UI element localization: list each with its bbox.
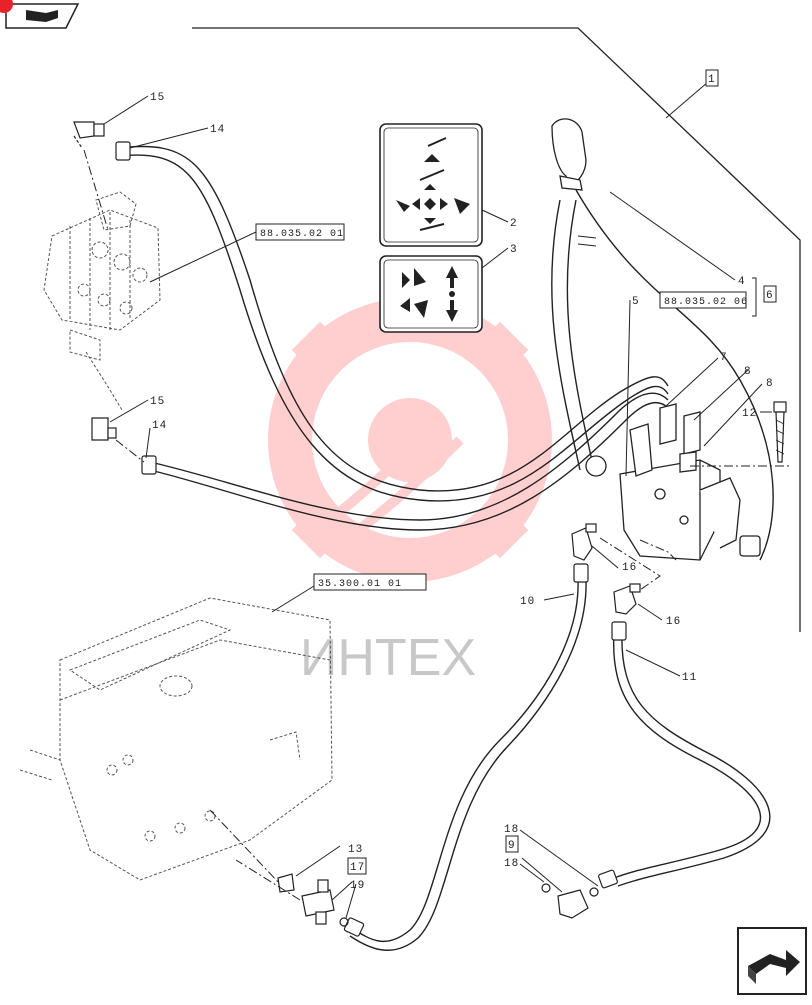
hydraulic-hoses bbox=[117, 145, 774, 951]
callout-12: 12 bbox=[742, 408, 757, 420]
callout-numbers: 15 14 2 3 4 5 7 8 8 12 15 14 16 10 16 11… bbox=[150, 92, 774, 892]
reference-box-valve[interactable]: 88.035.02 01 bbox=[255, 223, 345, 241]
reference-valve-text: 88.035.02 01 bbox=[260, 229, 344, 240]
assembly-frame-outline bbox=[192, 27, 801, 632]
reference-box-tank[interactable]: 35.300.01 01 bbox=[313, 573, 427, 591]
callout-3: 3 bbox=[510, 244, 518, 256]
callout-8-b: 8 bbox=[766, 378, 774, 390]
callout-14-lower: 14 bbox=[152, 420, 167, 432]
callout-10: 10 bbox=[520, 596, 535, 608]
callout-11: 11 bbox=[682, 672, 697, 684]
svg-text:17: 17 bbox=[350, 862, 365, 874]
next-page-arrow-icon[interactable] bbox=[737, 927, 807, 995]
callout-15-upper: 15 bbox=[150, 92, 165, 104]
elbow-fittings-16 bbox=[571, 523, 641, 615]
boxed-number-joystick-group: 6 bbox=[763, 285, 777, 303]
callout-18-a: 18 bbox=[504, 824, 519, 836]
leader-lines bbox=[103, 81, 772, 919]
svg-text:1: 1 bbox=[708, 74, 716, 86]
elbow-fitting-upper bbox=[73, 121, 105, 149]
watermark-gear bbox=[268, 298, 552, 582]
svg-text:9: 9 bbox=[508, 840, 516, 852]
joystick-function-decal-icon bbox=[379, 123, 483, 247]
svg-text:6: 6 bbox=[766, 290, 774, 302]
boxed-number-elbow-group: 9 bbox=[505, 835, 519, 853]
callout-16-a: 16 bbox=[622, 562, 637, 574]
elbow-fitting-lower bbox=[91, 417, 117, 441]
control-valve-assembly bbox=[43, 191, 161, 411]
elbow-fitting-9 bbox=[541, 883, 599, 919]
callout-19: 19 bbox=[350, 880, 365, 892]
lift-tilt-decal-icon bbox=[379, 255, 483, 333]
boxed-number-tee-group: 17 bbox=[347, 857, 367, 875]
book-icon[interactable] bbox=[0, 0, 80, 29]
watermark-text: ИНТЕХ bbox=[300, 629, 476, 687]
tee-fitting bbox=[277, 873, 349, 927]
callout-8-a: 8 bbox=[744, 366, 752, 378]
callout-4: 4 bbox=[738, 276, 746, 288]
boxed-number-frame: 1 bbox=[705, 69, 719, 87]
callout-15-lower: 15 bbox=[150, 396, 165, 408]
joystick-handle bbox=[551, 118, 597, 247]
joystick-valve-block bbox=[585, 403, 761, 561]
reference-tank-text: 35.300.01 01 bbox=[318, 579, 402, 590]
group-bracket-joystick bbox=[752, 277, 757, 317]
reference-box-joystick[interactable]: 88.035.02 06 bbox=[659, 291, 748, 309]
callout-7: 7 bbox=[720, 352, 728, 364]
hose-ferrules bbox=[115, 141, 627, 937]
callout-13: 13 bbox=[348, 844, 363, 856]
callout-18-b: 18 bbox=[504, 858, 519, 870]
centre-lines bbox=[83, 149, 790, 901]
valve-bolt bbox=[773, 401, 787, 463]
callout-2: 2 bbox=[510, 218, 518, 230]
hydraulic-tank bbox=[19, 597, 333, 881]
reference-joystick-text: 88.035.02 06 bbox=[664, 297, 748, 308]
callout-16-b: 16 bbox=[666, 616, 681, 628]
callout-5: 5 bbox=[632, 296, 640, 308]
callout-14-upper: 14 bbox=[210, 124, 225, 136]
